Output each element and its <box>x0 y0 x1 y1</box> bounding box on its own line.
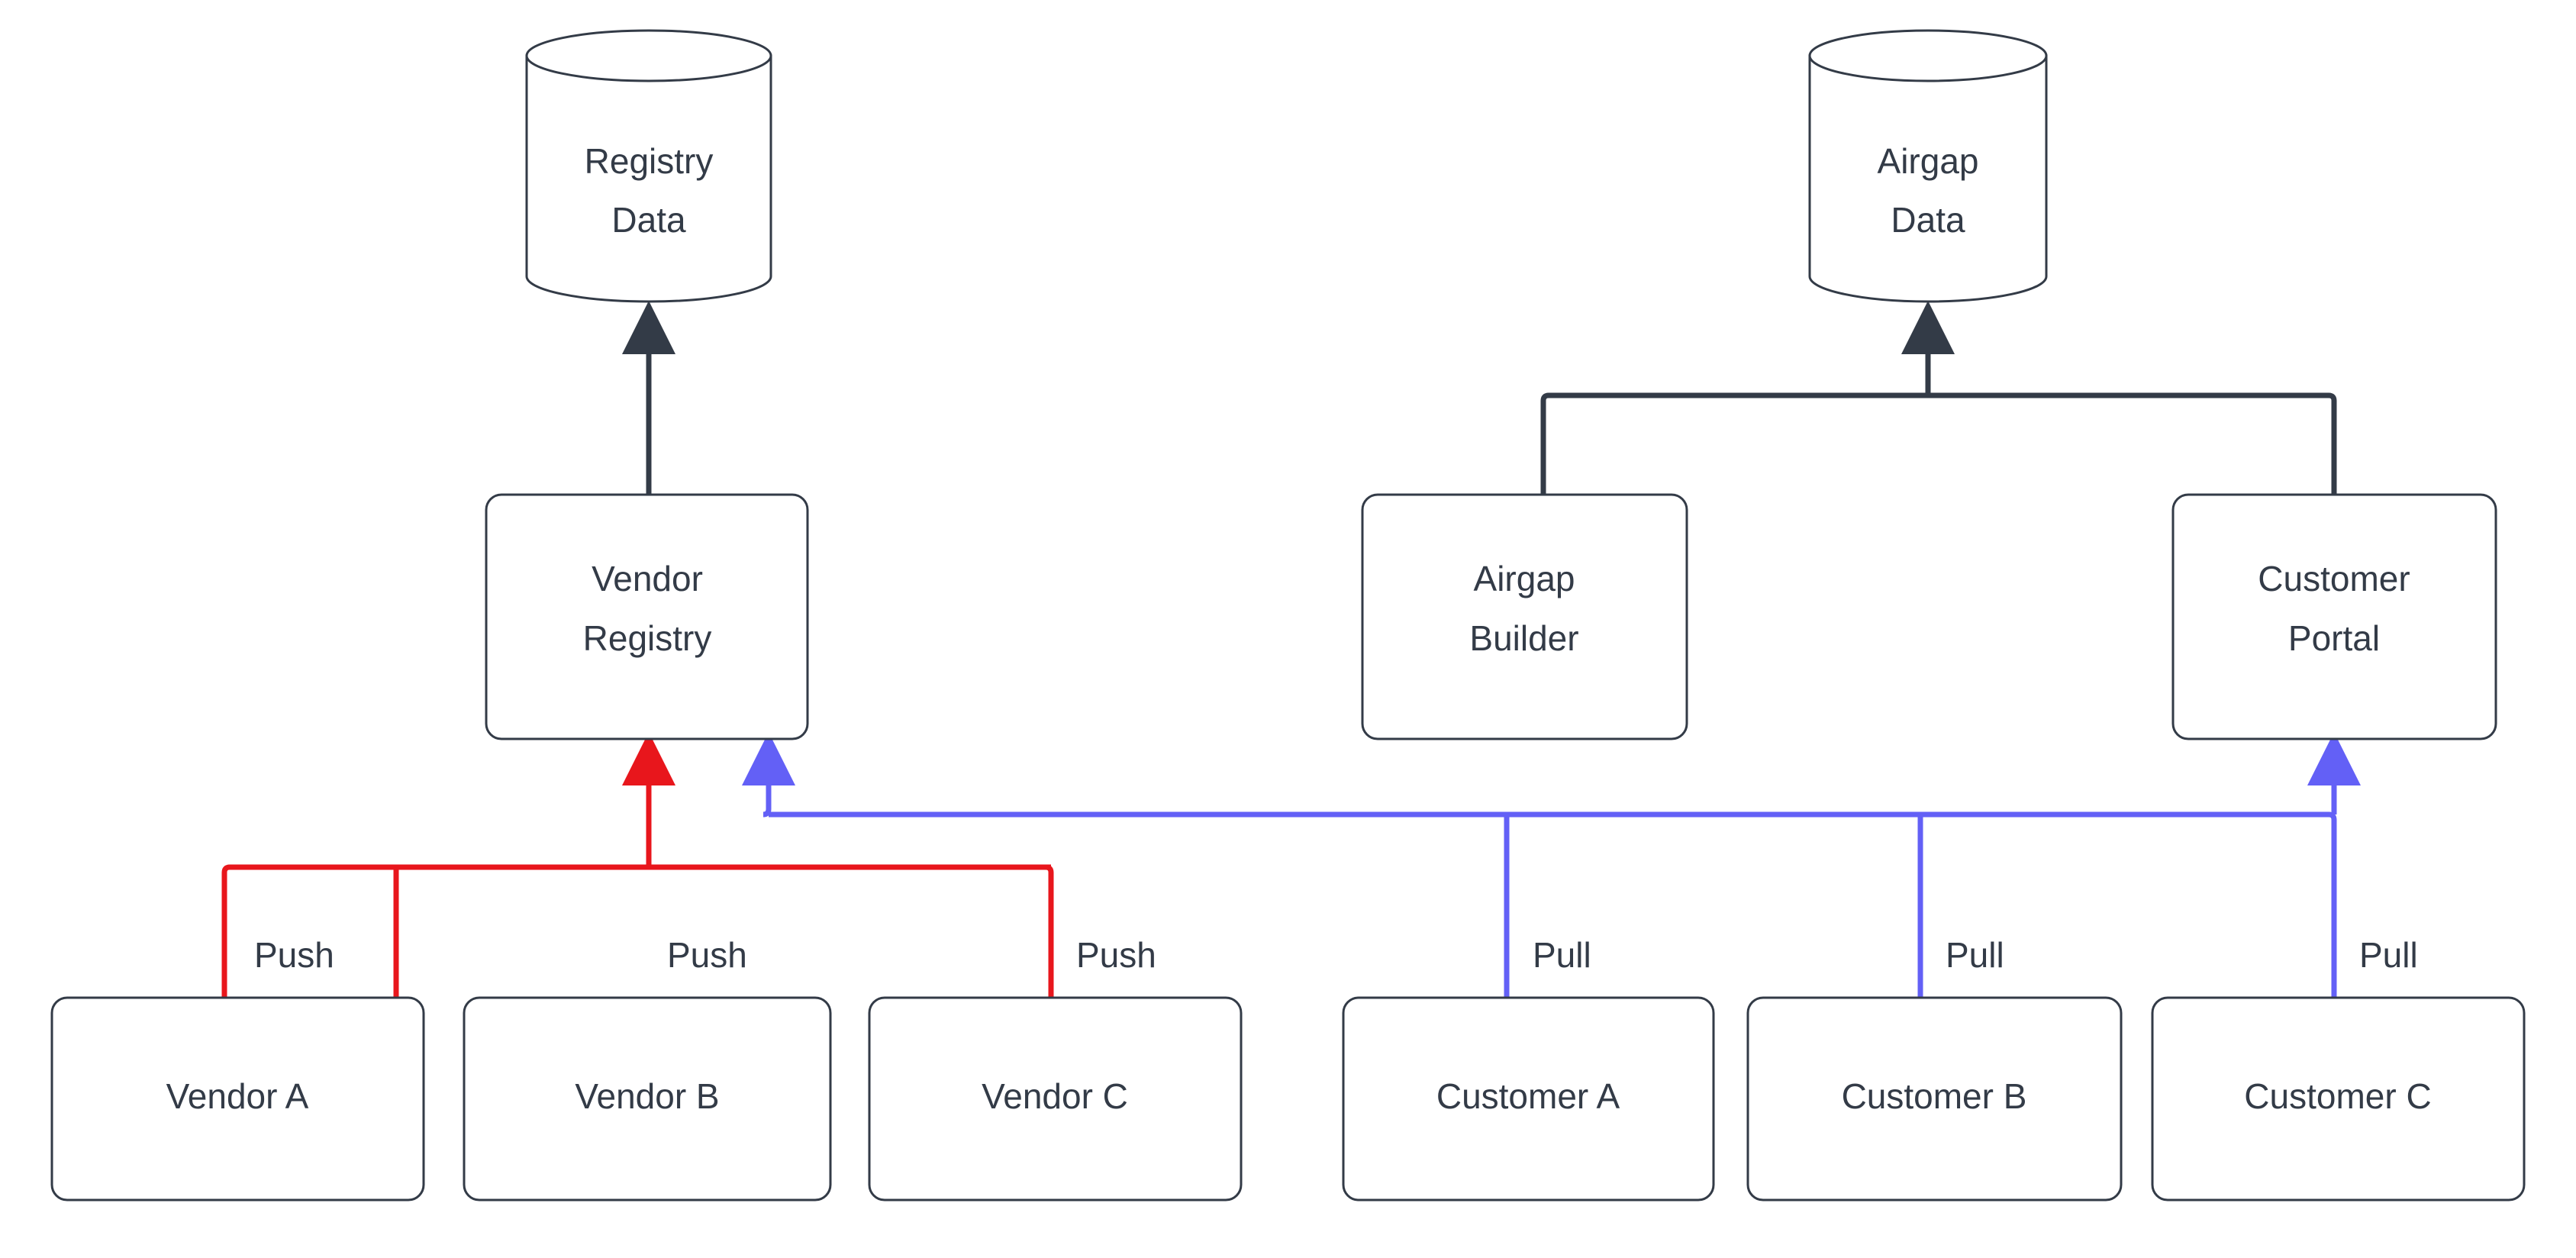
registry-data-label-line2: Data <box>611 200 686 240</box>
vendor-registry-label-line2: Registry <box>583 618 712 658</box>
vendor-registry-label-line1: Vendor <box>592 559 703 598</box>
node-vendor-c[interactable]: Vendor C <box>868 996 1243 1202</box>
vendor-c-label: Vendor C <box>982 1076 1128 1116</box>
node-vendor-b[interactable]: Vendor B <box>463 996 832 1202</box>
airgap-builder-label-line1: Airgap <box>1474 559 1575 598</box>
edge-push-network-red <box>221 732 1054 998</box>
airgap-builder-label-line2: Builder <box>1469 618 1578 658</box>
node-registry-data[interactable]: Registry Data <box>525 29 772 303</box>
registry-data-label-line1: Registry <box>585 141 714 181</box>
edge-label-pull-a: Pull <box>1533 935 1591 975</box>
edge-label-push-a: Push <box>254 935 334 975</box>
edge-label-push-b: Push <box>667 935 747 975</box>
node-airgap-builder[interactable]: Airgap Builder <box>1361 493 1688 740</box>
vendor-b-label: Vendor B <box>575 1076 719 1116</box>
customer-a-label: Customer A <box>1436 1076 1620 1116</box>
customer-portal-label-line2: Portal <box>2288 618 2380 658</box>
edge-customer-portal-to-airgap-data <box>1928 392 2337 495</box>
node-vendor-registry[interactable]: Vendor Registry <box>485 493 809 740</box>
vendor-a-label: Vendor A <box>166 1076 309 1116</box>
node-customer-a[interactable]: Customer A <box>1342 996 1715 1202</box>
node-customer-b[interactable]: Customer B <box>1746 996 2123 1202</box>
edge-label-pull-b: Pull <box>1946 935 2004 975</box>
airgap-data-label-line2: Data <box>1891 200 1965 240</box>
customer-portal-label-line1: Customer <box>2258 559 2410 598</box>
customer-c-label: Customer C <box>2244 1076 2431 1116</box>
edge-airgap-builder-to-airgap-data <box>1540 392 1928 495</box>
customer-b-label: Customer B <box>1842 1076 2027 1116</box>
node-airgap-data[interactable]: Airgap Data <box>1808 29 2048 303</box>
node-customer-portal[interactable]: Customer Portal <box>2171 493 2497 740</box>
airgap-data-label-line1: Airgap <box>1878 141 1979 181</box>
edge-label-push-c: Push <box>1076 935 1156 975</box>
node-vendor-a[interactable]: Vendor A <box>50 996 425 1202</box>
edge-label-pull-c: Pull <box>2359 935 2418 975</box>
edge-pull-network-blue <box>742 732 2361 998</box>
node-customer-c[interactable]: Customer C <box>2151 996 2526 1202</box>
